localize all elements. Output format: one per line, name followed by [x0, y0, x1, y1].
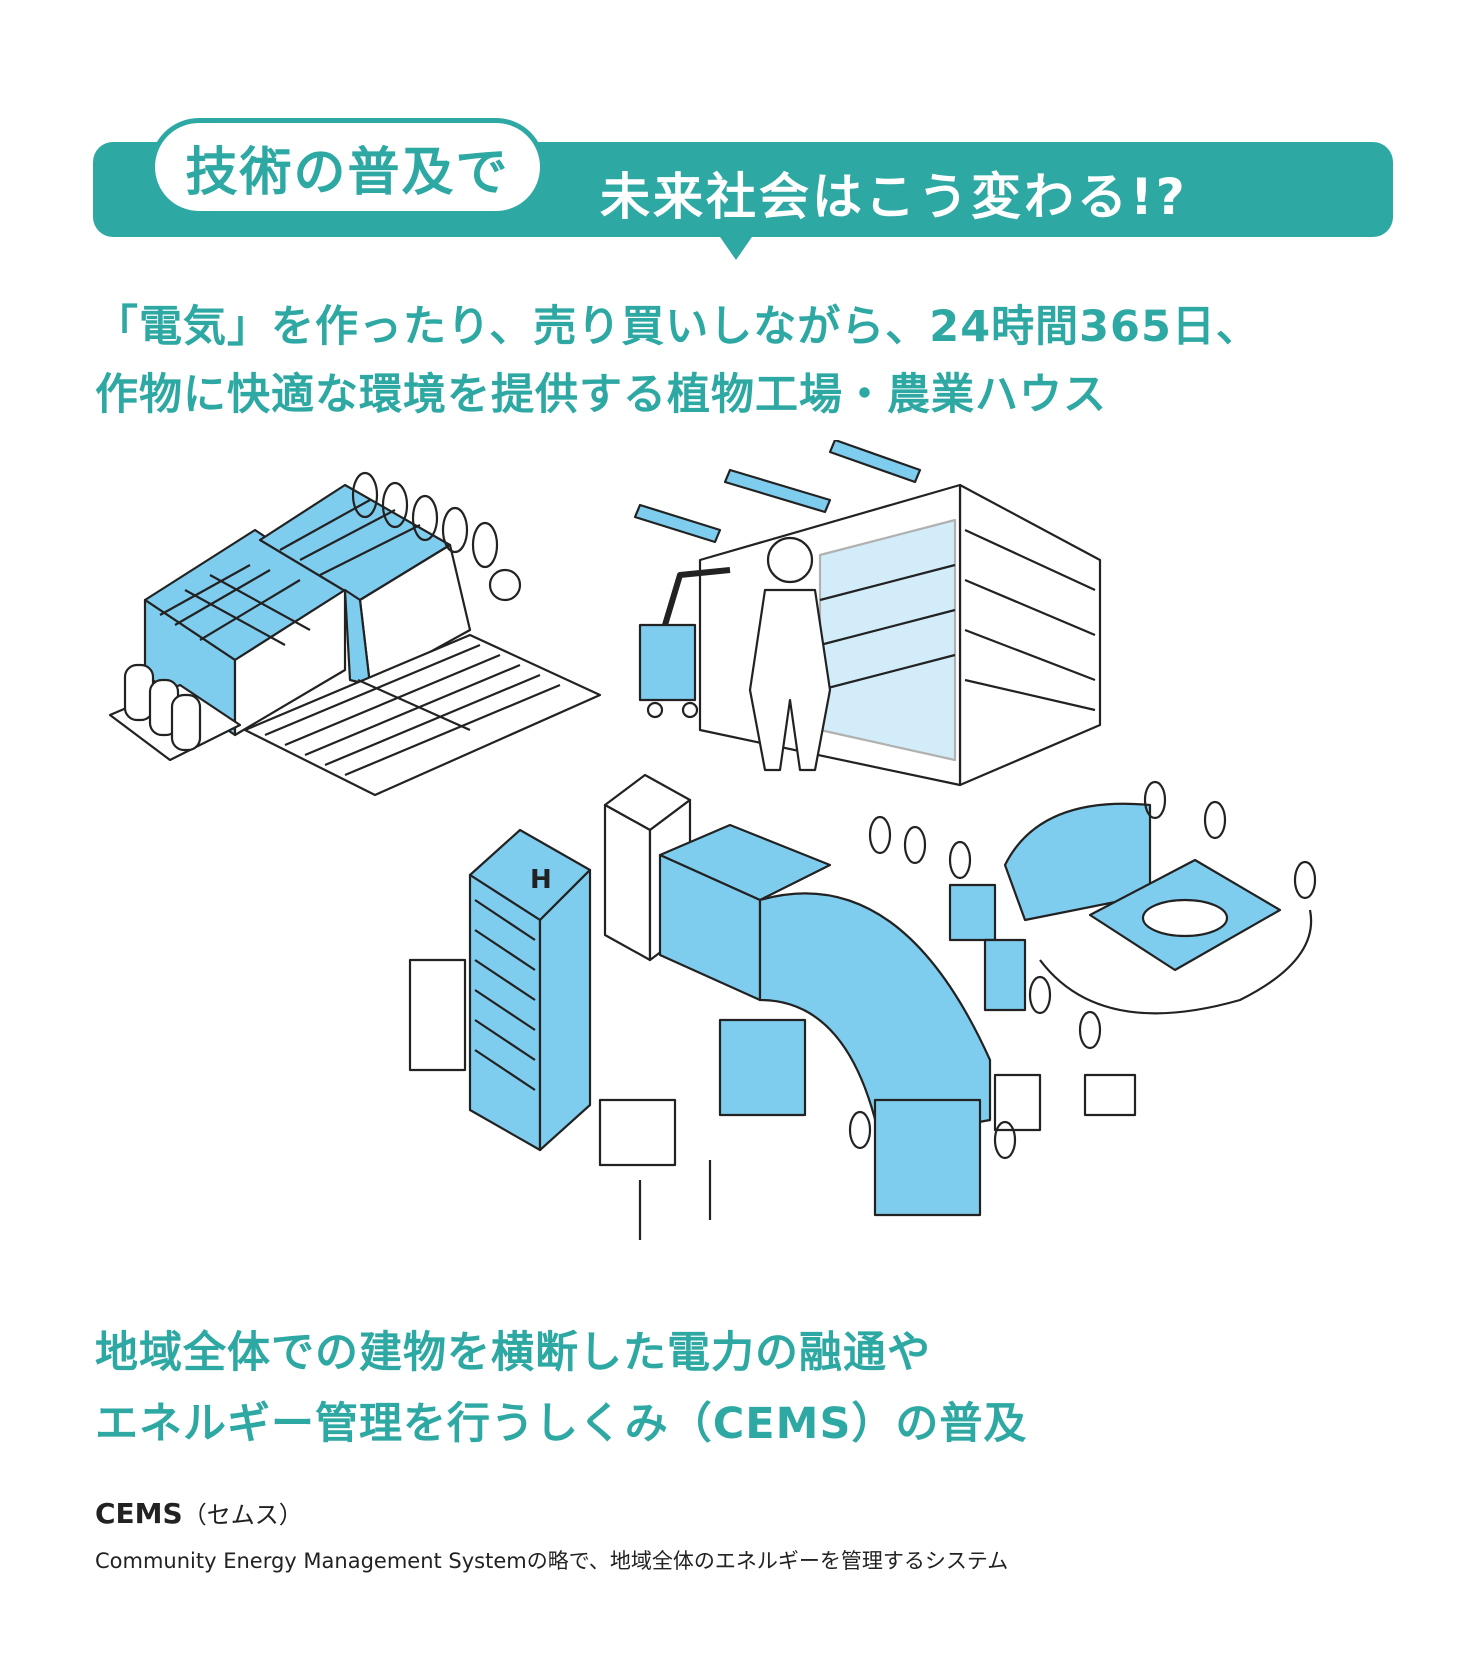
headline-top-line1: 「電気」を作ったり、売り買いしながら、24時間365日、	[95, 302, 1260, 352]
dome-building	[1003, 802, 1152, 922]
banner-pill-text: 技術の普及で	[185, 142, 510, 203]
footnote-description: Community Energy Management Systemの略で、地域…	[95, 1549, 1009, 1573]
solar-greenhouse-left	[143, 528, 347, 737]
city-roads	[638, 909, 1313, 1240]
headline-bottom-line1: 地域全体での建物を横断した電力の融通や	[95, 1328, 931, 1378]
led-lights	[633, 440, 922, 544]
city-trees	[848, 780, 1317, 1160]
footnote-term-reading: （セムス）	[182, 1501, 303, 1529]
banner-title: 未来社会はこう変わる!?	[600, 168, 1188, 226]
solar-greenhouse-right	[258, 483, 472, 687]
headline-top-line2: 作物に快適な環境を提供する植物工場・農業ハウス	[95, 370, 1107, 420]
heliport-mark: H	[530, 865, 552, 895]
main-complex	[658, 823, 992, 1142]
banner-pill: 技術の普及で	[150, 118, 545, 216]
banner-pointer	[718, 234, 754, 260]
footnote-term: CEMS（セムス）	[95, 1495, 303, 1530]
small-buildings	[408, 958, 1137, 1167]
footnote-term-name: CEMS	[95, 1497, 183, 1530]
headline-bottom-line2: エネルギー管理を行うしくみ（CEMS）の普及	[95, 1399, 1028, 1449]
stadium	[1088, 858, 1282, 972]
illustration: H	[108, 440, 1317, 1240]
heliport-tower	[468, 828, 592, 1152]
worker-figure	[748, 536, 832, 772]
trees-row	[351, 471, 522, 602]
robot-arm	[638, 567, 731, 719]
farm-field	[243, 633, 602, 797]
blue-blocks	[718, 883, 1027, 1217]
storage-tanks	[108, 663, 242, 762]
